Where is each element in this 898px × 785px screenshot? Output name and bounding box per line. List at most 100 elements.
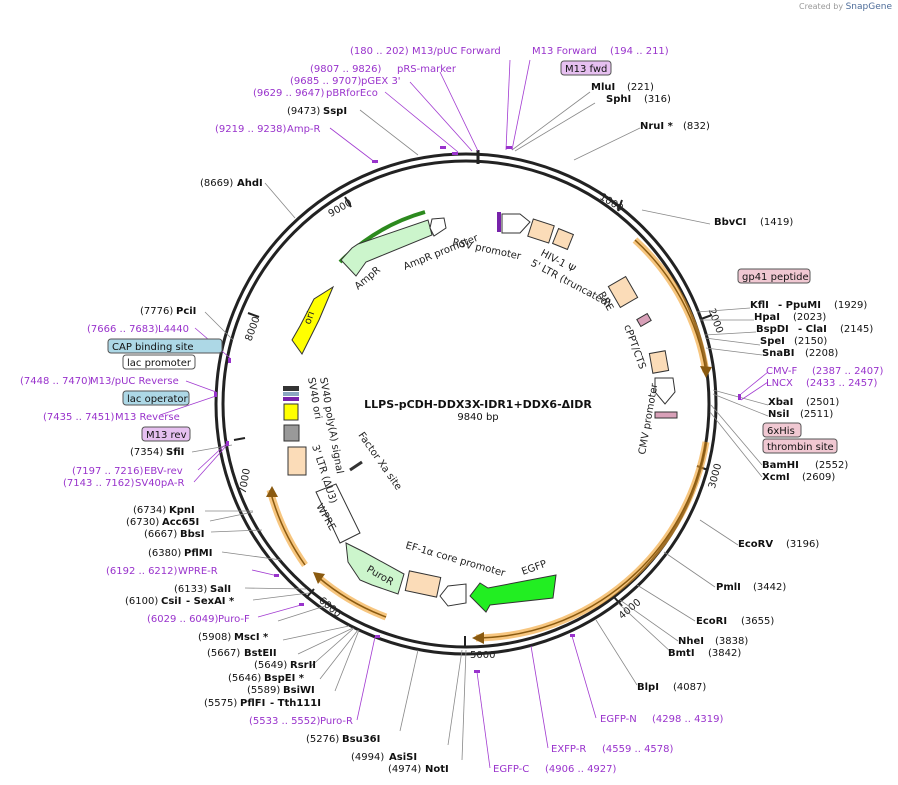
primer-labels: (180 .. 202) M13/pUC Forward M13 Forward… xyxy=(20,46,884,775)
cts-box xyxy=(648,350,670,374)
tag-lac-promoter: lac promoter xyxy=(122,354,196,370)
rsv-marker xyxy=(497,212,501,232)
enzyme-pflmi: PflMI xyxy=(184,548,212,559)
enzyme-xcmi-pos: (2609) xyxy=(802,472,835,483)
enzyme-sphi: SphI xyxy=(606,94,631,105)
enzyme-snabi-pos: (2208) xyxy=(805,348,838,359)
leader-lines xyxy=(191,91,769,761)
primer-m13puc-forward: M13/pUC Forward xyxy=(412,46,501,57)
enzyme-msci-pos: (5908) xyxy=(198,632,231,643)
arc-arrowhead-1 xyxy=(700,366,712,378)
primer-wpre-r-range: (6192 .. 6212) xyxy=(106,566,178,577)
enzyme-sspi: SspI xyxy=(323,106,347,117)
primer-m13-reverse: M13 Reverse xyxy=(115,412,180,423)
ampr-promoter-arrow xyxy=(429,217,447,237)
primer-l4440: L4440 xyxy=(158,324,189,335)
enzyme-nrui-pos: (832) xyxy=(683,121,710,132)
enzyme-spei-pos: (2150) xyxy=(794,336,827,347)
idr-region-arc xyxy=(475,441,710,642)
enzyme-bspdi: BspDI xyxy=(756,324,789,335)
enzyme-nrui: NruI * xyxy=(640,121,674,132)
svg-text:8000: 8000 xyxy=(244,315,263,343)
primer-cmv-f-range: (2387 .. 2407) xyxy=(812,366,884,377)
svg-text:thrombin site: thrombin site xyxy=(767,442,834,453)
primer-egfp-n: EGFP-N xyxy=(600,714,637,725)
tag-m13-fwd: M13 fwd xyxy=(560,60,612,76)
ltr5-truncated-box xyxy=(404,570,442,598)
enzyme-ecori-pos: (3655) xyxy=(741,616,774,627)
enzyme-ahdi-pos: (8669) xyxy=(200,178,233,189)
enzyme-ecorv-pos: (3196) xyxy=(786,539,819,550)
enzyme-msci: MscI * xyxy=(234,632,269,643)
lac-block-2 xyxy=(283,392,299,396)
enzyme-sspi-pos: (9473) xyxy=(287,106,320,117)
enzyme-sali-pos: (6133) xyxy=(174,584,207,595)
primer-m13puc-forward-range: (180 .. 202) xyxy=(350,46,409,57)
enzyme-spei: SpeI xyxy=(760,336,785,347)
label-factor-xa: Factor Xa site xyxy=(356,430,404,492)
enzyme-bbsi: BbsI xyxy=(180,529,204,540)
enzyme-xbai: XbaI xyxy=(768,397,793,408)
primer-exfp-r: EXFP-R xyxy=(551,744,586,755)
enzyme-mlui-pos: (221) xyxy=(627,82,654,93)
enzyme-blpi: BlpI xyxy=(637,682,659,693)
primer-m13-forward-range: (194 .. 211) xyxy=(610,46,669,57)
primer-pbrforeco: pBRforEco xyxy=(326,88,378,99)
enzyme-nhei-pos: (3838) xyxy=(715,636,748,647)
primer-egfp-n-range: (4298 .. 4319) xyxy=(652,714,724,725)
primer-pbrforeco-range: (9629 .. 9647) xyxy=(253,88,325,99)
cmv-promoter-arrow xyxy=(654,377,676,405)
svg-text:7000: 7000 xyxy=(238,468,253,495)
svg-text:gp41 peptide: gp41 peptide xyxy=(742,272,809,283)
svg-text:5000: 5000 xyxy=(470,650,495,661)
enzyme-ecori: EcoRI xyxy=(696,616,727,627)
enzyme-bbvci-pos: (1419) xyxy=(760,217,793,228)
enzyme-noti-pos: (4974) xyxy=(388,764,421,775)
enzyme-blpi-pos: (4087) xyxy=(673,682,706,693)
primer-puro-f-range: (6029 .. 6049) xyxy=(147,614,219,625)
tick-7000: 7000 xyxy=(233,437,253,495)
svg-text:6xHis: 6xHis xyxy=(767,426,795,437)
primer-m13puc-reverse: M13/pUC Reverse xyxy=(90,376,179,387)
egfp-arrow xyxy=(469,574,557,613)
factor-xa-mark xyxy=(349,460,363,472)
primer-prs-marker-range: (9807 .. 9826) xyxy=(310,64,382,75)
ampr-arrow xyxy=(340,219,433,277)
tag-cap-binding-site: CAP binding site xyxy=(107,338,223,354)
tag-lac-operator: lac operator xyxy=(122,390,190,406)
enzyme-hpai: HpaI xyxy=(754,312,780,323)
enzyme-kfli: KflI xyxy=(750,300,769,311)
primer-exfp-r-range: (4559 .. 4578) xyxy=(602,744,674,755)
enzyme-bmti: BmtI xyxy=(668,648,695,659)
primer-ebv-rev: EBV-rev xyxy=(144,466,183,477)
enzyme-bamhi-pos: (2552) xyxy=(815,460,848,471)
enzyme-pflfi-pos: (5575) xyxy=(204,698,237,709)
enzyme-bspei: BspEI * xyxy=(264,673,305,684)
enzyme-pflfi: PflFI xyxy=(240,698,265,709)
label-cppt-cts: cPPT/CTS xyxy=(621,323,647,370)
enzyme-mlui: MluI xyxy=(591,82,615,93)
primer-sv40pa-r-range: (7143 .. 7162) xyxy=(63,478,135,489)
ori-arrow xyxy=(291,285,335,355)
primer-l4440-range: (7666 .. 7683) xyxy=(87,324,159,335)
enzyme-sfii-pos: (7354) xyxy=(130,447,163,458)
ltr5-box xyxy=(527,218,555,244)
enzyme-kpni-pos: (6734) xyxy=(133,505,166,516)
primer-leaders xyxy=(159,59,769,769)
primer-m13-reverse-range: (7435 .. 7451) xyxy=(43,412,115,423)
primer-egfp-c-range: (4906 .. 4927) xyxy=(545,764,617,775)
lac-block-1 xyxy=(283,386,299,391)
primer-cmv-f: CMV-F xyxy=(766,366,797,377)
primer-egfp-c: EGFP-C xyxy=(493,764,529,775)
his-tag-box xyxy=(654,411,678,419)
ltr3-box xyxy=(287,446,307,476)
enzyme-rsrii-pos: (5649) xyxy=(254,660,287,671)
enzyme-acc65i: Acc65I xyxy=(162,517,199,528)
primer-puro-r-range: (5533 .. 5552) xyxy=(249,716,321,727)
enzyme-pflmi-pos: (6380) xyxy=(148,548,181,559)
enzyme-tth111i: - Tth111I xyxy=(270,698,321,709)
sv40-polya-box xyxy=(283,424,300,442)
rsv-promoter-arrow xyxy=(501,213,531,234)
enzyme-noti: NotI xyxy=(425,764,449,775)
primer-ampr-range: (9219 .. 9238) xyxy=(215,124,287,135)
